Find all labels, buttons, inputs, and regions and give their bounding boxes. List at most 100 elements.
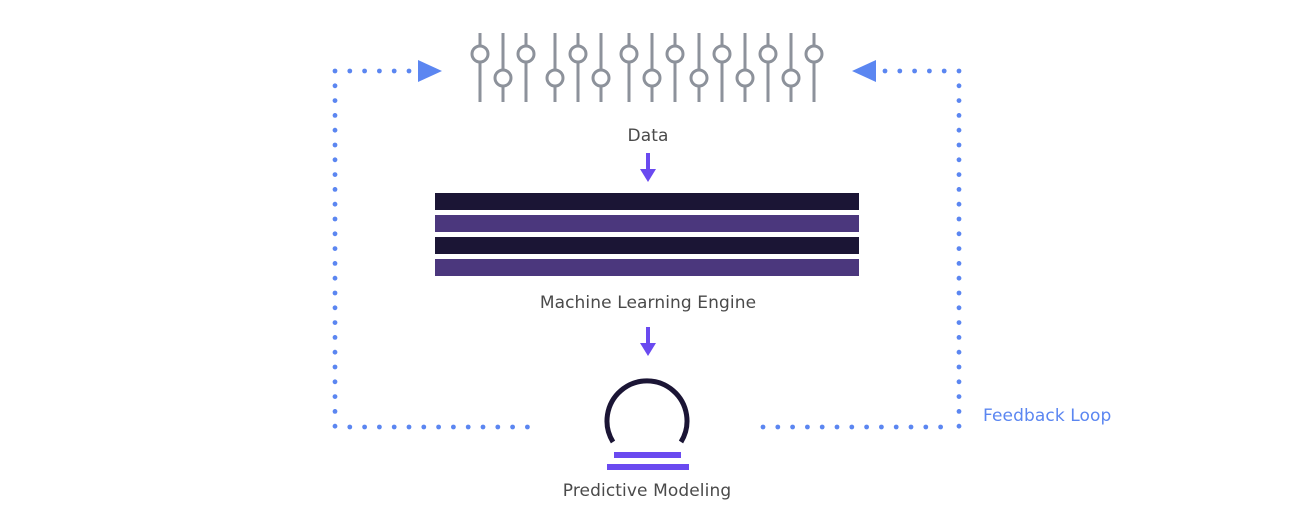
- loop-dot: [956, 157, 962, 163]
- slider-knob: [642, 68, 662, 88]
- modeling-label: Predictive Modeling: [562, 481, 732, 501]
- loop-dot: [956, 275, 962, 281]
- crystal-ball-icon: [604, 378, 690, 470]
- slider-knob: [712, 44, 732, 64]
- loop-dot: [406, 68, 412, 74]
- loop-dot: [897, 68, 903, 74]
- slider-knob: [516, 44, 536, 64]
- loop-dot: [908, 424, 914, 430]
- loop-dot: [790, 424, 795, 430]
- data-label: Data: [627, 126, 669, 146]
- loop-dot: [956, 231, 962, 237]
- loop-dot: [391, 424, 397, 430]
- slider-knob: [735, 68, 755, 88]
- loop-dot: [465, 424, 471, 430]
- loop-dot: [879, 424, 884, 430]
- loop-dot: [495, 424, 501, 430]
- loop-dot: [805, 424, 810, 430]
- loop-dot: [332, 231, 338, 237]
- slider-knob: [804, 44, 824, 64]
- loop-dot: [927, 68, 932, 74]
- loop-dot: [347, 424, 353, 430]
- loop-dot: [849, 424, 855, 430]
- loop-dot: [332, 216, 338, 222]
- loop-dot: [819, 424, 825, 430]
- loop-dot: [775, 424, 781, 430]
- loop-dot: [956, 261, 962, 266]
- loop-dot: [956, 409, 962, 414]
- loop-dot: [377, 68, 382, 74]
- loop-dot: [864, 424, 869, 430]
- loop-dot: [956, 379, 962, 385]
- feedback-loop-path: [332, 68, 962, 430]
- loop-dot: [421, 424, 427, 430]
- loop-dot: [332, 364, 338, 370]
- loop-dot: [332, 201, 338, 207]
- feedback-arrow-right-icon: [852, 60, 876, 82]
- loop-dot: [956, 201, 962, 207]
- loop-dot: [332, 172, 338, 178]
- slider-knob: [758, 44, 778, 64]
- loop-dot: [760, 424, 766, 430]
- engine-label: Machine Learning Engine: [539, 293, 757, 313]
- loop-dot: [332, 423, 338, 429]
- loop-dot: [956, 127, 962, 133]
- loop-dot: [332, 409, 338, 414]
- loop-dot: [347, 68, 353, 74]
- slider-knob: [619, 44, 639, 64]
- loop-dot: [923, 424, 929, 430]
- loop-dot: [332, 379, 338, 385]
- loop-dot: [956, 335, 962, 340]
- loop-dot: [956, 113, 962, 118]
- loop-dot: [956, 320, 962, 325]
- loop-dot: [332, 83, 338, 89]
- engine-bar-2: [435, 215, 859, 232]
- loop-dot: [406, 424, 412, 430]
- loop-dot: [332, 290, 338, 296]
- loop-dot: [956, 364, 962, 370]
- loop-dot: [956, 394, 962, 399]
- loop-dot: [956, 98, 962, 103]
- loop-dot: [882, 68, 888, 74]
- loop-dot: [332, 157, 338, 163]
- sliders-icon: [470, 33, 824, 102]
- slider-knob: [493, 68, 513, 88]
- loop-dot: [956, 216, 962, 222]
- engine-bar-4: [435, 259, 859, 276]
- loop-dot: [956, 83, 962, 89]
- slider-knob: [568, 44, 588, 64]
- feedback-loop-label: Feedback Loop: [983, 406, 1112, 426]
- loop-dot: [332, 261, 338, 266]
- layered-bars-icon: [435, 193, 859, 276]
- loop-dot: [451, 424, 456, 430]
- engine-bar-1: [435, 193, 859, 210]
- loop-dot: [391, 68, 397, 74]
- engine-bar-3: [435, 237, 859, 254]
- loop-dot: [893, 424, 899, 430]
- loop-dot: [956, 68, 962, 74]
- loop-dot: [332, 142, 338, 148]
- slider-knob: [591, 68, 611, 88]
- loop-dot: [332, 246, 338, 252]
- loop-dot: [938, 424, 943, 430]
- arrow-data-to-engine: [640, 153, 656, 182]
- slider-knob: [545, 68, 565, 88]
- loop-dot: [332, 98, 338, 103]
- loop-dot: [332, 349, 338, 355]
- loop-dot: [956, 290, 962, 296]
- loop-dot: [332, 187, 338, 192]
- slider-knob: [470, 44, 490, 64]
- loop-dot: [956, 349, 962, 355]
- slider-knob: [781, 68, 801, 88]
- loop-dot: [332, 127, 338, 133]
- loop-dot: [362, 68, 367, 74]
- loop-dot: [912, 68, 917, 74]
- loop-dot: [510, 424, 515, 430]
- loop-dot: [332, 275, 338, 281]
- loop-dot: [956, 305, 962, 311]
- feedback-arrow-left-icon: [418, 60, 442, 82]
- loop-dot: [956, 187, 962, 192]
- loop-dot: [362, 424, 367, 430]
- loop-dot: [332, 113, 338, 118]
